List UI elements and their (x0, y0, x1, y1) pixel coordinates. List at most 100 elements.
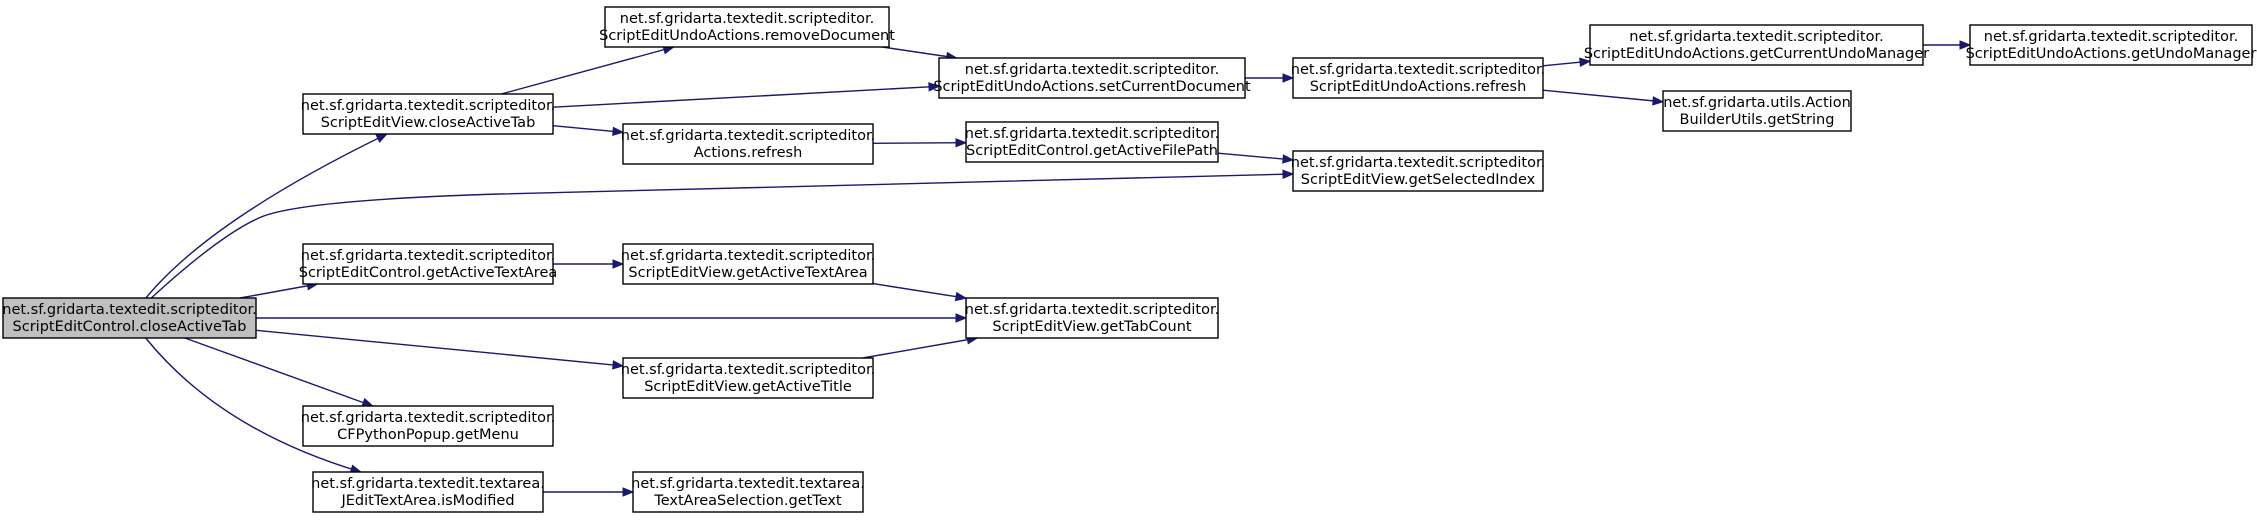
edge-line (145, 133, 388, 299)
node-label-line2: ScriptEditUndoActions.refresh (1310, 79, 1527, 95)
edge-line (872, 282, 967, 299)
node-label-line2: BuilderUtils.getString (1680, 112, 1835, 128)
arrowhead-icon (928, 82, 941, 92)
edge-line (145, 337, 362, 473)
node-box[interactable] (302, 93, 554, 135)
node-label-line2: ScriptEditUndoActions.removeDocument (599, 28, 895, 44)
node-setCurrentDocument[interactable]: net.sf.gridarta.textedit.scripteditor.Sc… (933, 57, 1251, 99)
node-box[interactable] (1292, 57, 1544, 99)
node-label-line2: ScriptEditControl.closeActiveTab (13, 319, 247, 335)
node-box[interactable] (604, 6, 890, 48)
edge-line (239, 283, 318, 299)
node-box[interactable] (1589, 24, 1924, 66)
node-label-line2: ScriptEditView.closeActiveTab (321, 115, 536, 131)
node-box[interactable] (312, 471, 544, 513)
edge-line (150, 173, 1294, 299)
node-box[interactable] (632, 471, 864, 513)
nodes-layer: net.sf.gridarta.textedit.scripteditor.Sc… (2, 6, 2257, 513)
node-removeDocument[interactable]: net.sf.gridarta.textedit.scripteditor.Sc… (599, 6, 895, 48)
arrowhead-icon (955, 313, 968, 323)
arrowhead-icon (1579, 57, 1592, 67)
node-getActiveFilePath[interactable]: net.sf.gridarta.textedit.scripteditor.Sc… (965, 121, 1219, 163)
edge-actions_refresh-to-getActiveFilePath (872, 138, 968, 148)
node-label-line1: net.sf.gridarta.textedit.textarea. (311, 476, 545, 492)
node-label-line1: net.sf.gridarta.textedit.scripteditor. (965, 302, 1219, 318)
node-label-line2: TextAreaSelection.getText (653, 493, 842, 509)
node-label-line1: net.sf.gridarta.textedit.scripteditor. (1629, 29, 1883, 45)
edge-closeActiveTab_root-to-getActiveTitle (255, 329, 625, 370)
node-label-line2: ScriptEditUndoActions.getUndoManager (1966, 46, 2257, 62)
edge-getActiveFilePath-to-getSelectedIndex (1217, 152, 1295, 164)
arrowhead-icon (1652, 96, 1665, 106)
edge-view_getActiveTextArea-to-getTabCount (872, 282, 968, 302)
node-label-line1: net.sf.gridarta.textedit.scripteditor. (621, 362, 875, 378)
edge-getCurrentUndoManager-to-getUndoManager (1923, 40, 1972, 50)
node-box[interactable] (965, 121, 1219, 163)
edge-line (1542, 89, 1664, 103)
node-label-line1: net.sf.gridarta.textedit.scripteditor. (301, 98, 555, 114)
node-control-getActiveTextArea[interactable]: net.sf.gridarta.textedit.scripteditor.Sc… (299, 243, 558, 285)
edge-line (1217, 152, 1294, 161)
node-getUndoManager[interactable]: net.sf.gridarta.textedit.scripteditor.Sc… (1966, 24, 2257, 66)
edge-undo_refresh-to-getCurrentUndoManager (1542, 57, 1592, 67)
edge-view_closeActiveTab-to-actions_refresh (552, 125, 625, 136)
edge-getActiveTitle-to-getTabCount (862, 335, 979, 359)
node-actions-refresh[interactable]: net.sf.gridarta.textedit.scripteditor.Ac… (621, 123, 875, 165)
node-undo-refresh[interactable]: net.sf.gridarta.textedit.scripteditor.Sc… (1291, 57, 1545, 99)
node-label-line1: net.sf.gridarta.textedit.scripteditor. (1291, 155, 1545, 171)
edge-control_getActiveTextArea-to-view_getActiveTextArea (553, 259, 625, 269)
edge-line (501, 46, 674, 95)
node-view-getActiveTextArea[interactable]: net.sf.gridarta.textedit.scripteditor.Sc… (621, 243, 875, 285)
arrowhead-icon (1282, 73, 1295, 83)
node-label-line2: ScriptEditView.getActiveTitle (644, 379, 852, 395)
node-label-line1: net.sf.gridarta.textedit.scripteditor. (621, 248, 875, 264)
node-view-closeActiveTab[interactable]: net.sf.gridarta.textedit.scripteditor.Sc… (301, 93, 555, 135)
node-box[interactable] (965, 297, 1219, 339)
arrowhead-icon (361, 397, 374, 407)
edge-undo_refresh-to-getString (1542, 89, 1665, 106)
arrowhead-icon (1282, 154, 1295, 164)
node-label-line2: ScriptEditView.getActiveTextArea (628, 265, 867, 281)
edge-view_closeActiveTab-to-setCurrentDocument (552, 82, 941, 108)
node-closeActiveTab-root[interactable]: net.sf.gridarta.textedit.scripteditor.Sc… (2, 297, 257, 339)
arrowhead-icon (622, 487, 635, 497)
node-box[interactable] (302, 405, 554, 447)
node-getString[interactable]: net.sf.gridarta.utils.ActionBuilderUtils… (1662, 90, 1852, 132)
node-box[interactable] (938, 57, 1246, 99)
node-getSelectedIndex[interactable]: net.sf.gridarta.textedit.scripteditor.Sc… (1291, 150, 1545, 192)
arrowhead-icon (954, 291, 968, 302)
edge-closeActiveTab_root-to-getTabCount (256, 313, 968, 323)
arrowhead-icon (1282, 169, 1295, 179)
node-label-line1: net.sf.gridarta.textedit.scripteditor. (1291, 62, 1545, 78)
node-box[interactable] (302, 243, 554, 285)
node-box[interactable] (1969, 24, 2253, 66)
node-box[interactable] (622, 243, 874, 285)
node-getTabCount[interactable]: net.sf.gridarta.textedit.scripteditor.Sc… (965, 297, 1219, 339)
node-label-line1: net.sf.gridarta.utils.Action (1663, 95, 1851, 111)
edge-line (882, 46, 957, 59)
node-getActiveTitle[interactable]: net.sf.gridarta.textedit.scripteditor.Sc… (621, 357, 875, 399)
node-box[interactable] (1292, 150, 1544, 192)
edge-view_closeActiveTab-to-removeDocument (501, 45, 676, 95)
node-getText[interactable]: net.sf.gridarta.textedit.textarea.TextAr… (631, 471, 865, 513)
node-box[interactable] (1662, 90, 1852, 132)
node-label-line1: net.sf.gridarta.textedit.scripteditor. (301, 248, 555, 264)
node-label-line2: ScriptEditControl.getActiveTextArea (299, 265, 558, 281)
node-label-line1: net.sf.gridarta.textedit.scripteditor. (301, 410, 555, 426)
node-label-line2: JEditTextArea.isModified (340, 493, 514, 509)
node-getMenu[interactable]: net.sf.gridarta.textedit.scripteditor.CF… (301, 405, 555, 447)
node-box[interactable] (622, 123, 874, 165)
node-box[interactable] (2, 297, 257, 339)
edge-line (872, 142, 967, 144)
node-isModified[interactable]: net.sf.gridarta.textedit.textarea.JEditT… (311, 471, 545, 513)
node-label-line1: net.sf.gridarta.textedit.scripteditor. (965, 126, 1219, 142)
edge-closeActiveTab_root-to-getMenu (184, 337, 374, 407)
node-label-line2: CFPythonPopup.getMenu (337, 427, 519, 443)
edge-setCurrentDocument-to-undo_refresh (1245, 73, 1295, 83)
node-label-line1: net.sf.gridarta.textedit.scripteditor. (2, 302, 256, 318)
edge-line (552, 125, 624, 133)
node-label-line2: Actions.refresh (694, 145, 803, 161)
node-getCurrentUndoManager[interactable]: net.sf.gridarta.textedit.scripteditor.Sc… (1584, 24, 1929, 66)
node-box[interactable] (622, 357, 874, 399)
